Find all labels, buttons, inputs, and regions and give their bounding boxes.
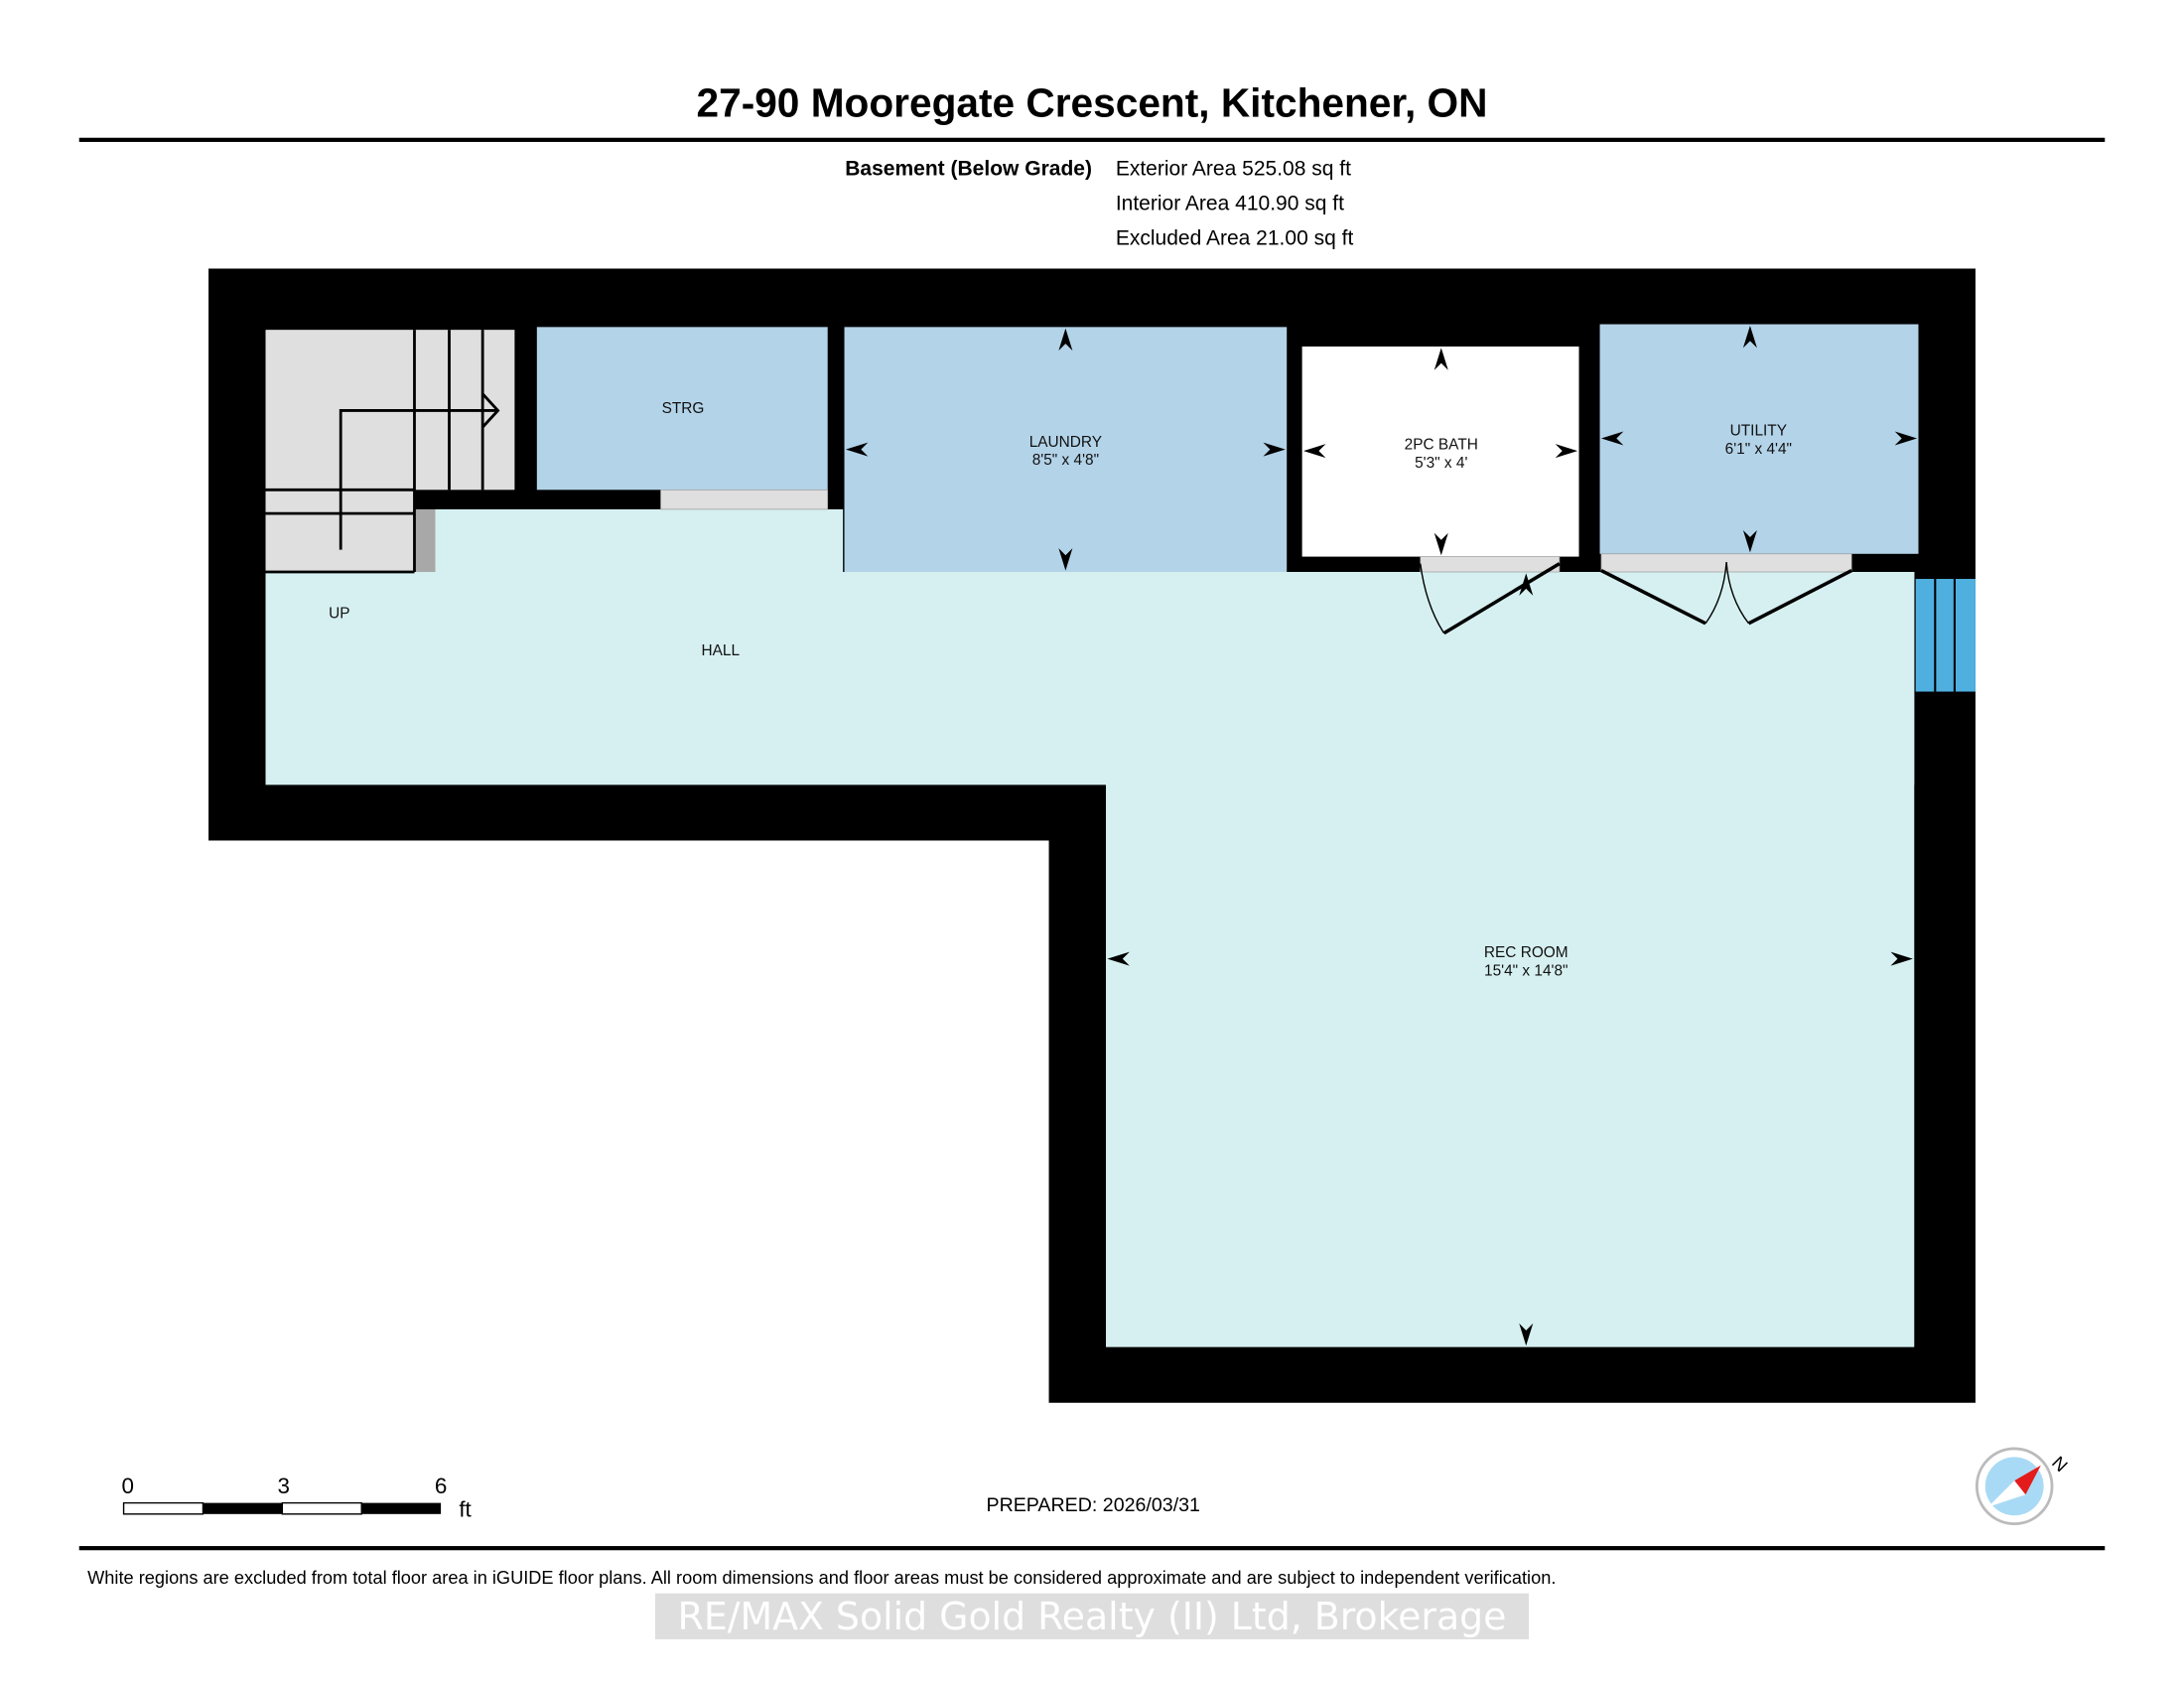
dimension-arrow-right xyxy=(1263,442,1286,457)
storage-label: STRG xyxy=(662,400,705,417)
stairs xyxy=(265,330,515,574)
bath-dims: 5'3" x 4' xyxy=(1415,455,1467,472)
dimension-arrow-up xyxy=(1058,328,1073,352)
dimension-arrow-right xyxy=(1555,444,1578,459)
page-title: 27-90 Mooregate Crescent, Kitchener, ON xyxy=(697,80,1488,126)
scale-tick-6: 6 xyxy=(435,1474,447,1498)
window xyxy=(1915,579,1976,692)
bath-door-opening xyxy=(1420,556,1561,573)
utility-dims: 6'1" x 4'4" xyxy=(1725,441,1792,458)
stairs-direction-arrow xyxy=(339,409,498,550)
watermark: RE/MAX Solid Gold Realty (II) Ltd, Broke… xyxy=(678,1595,1507,1638)
prepared-date: PREPARED: 2026/03/31 xyxy=(986,1494,1199,1516)
storage-door-opening xyxy=(660,489,829,510)
dimension-arrow-left xyxy=(1600,431,1624,446)
watermark-backdrop xyxy=(654,1593,1530,1639)
laundry-dims: 8'5" x 4'8" xyxy=(1032,452,1099,469)
exterior-area: Exterior Area 525.08 sq ft xyxy=(1116,158,1351,181)
utility-room xyxy=(1599,324,1919,554)
compass-north-label: N xyxy=(2048,1453,2071,1476)
rec-room-floor xyxy=(1106,572,1915,1347)
excluded-area: Excluded Area 21.00 sq ft xyxy=(1116,227,1354,250)
storage-room xyxy=(536,327,828,491)
dimension-arrow-right xyxy=(1894,431,1918,446)
footer-rule xyxy=(78,1546,2106,1551)
utility-label: UTILITY xyxy=(1730,423,1787,440)
rec-room-dims: 15'4" x 14'8" xyxy=(1484,962,1569,979)
dimension-arrow-right xyxy=(1890,951,1913,966)
laundry-room xyxy=(844,327,1288,573)
scale-unit: ft xyxy=(459,1497,472,1522)
hall-label: HALL xyxy=(702,642,741,659)
rec-room-label: REC ROOM xyxy=(1484,944,1569,961)
compass-icon: N xyxy=(1975,1447,2071,1526)
floor-label: Basement (Below Grade) xyxy=(845,158,1092,181)
bath-label: 2PC BATH xyxy=(1405,437,1478,454)
dimension-arrow-left xyxy=(845,442,869,457)
disclaimer: White regions are excluded from total fl… xyxy=(87,1568,1556,1588)
stairs-label: UP xyxy=(329,605,349,622)
dimension-arrow-up xyxy=(1433,348,1448,370)
scale-tick-3: 3 xyxy=(278,1474,290,1498)
dimension-arrow-left xyxy=(1107,951,1130,966)
utility-door-swing xyxy=(1600,562,1853,626)
dimension-arrow-down xyxy=(1519,1323,1534,1346)
dimension-arrow-down xyxy=(1433,532,1448,556)
scale-tick-0: 0 xyxy=(122,1474,134,1498)
laundry-label: LAUNDRY xyxy=(1029,434,1102,451)
header-rule xyxy=(78,137,2106,142)
dimension-arrow-up xyxy=(1742,325,1757,349)
dimension-arrow-left xyxy=(1303,444,1326,459)
scale-bar: 0 3 6 ft xyxy=(122,1474,473,1522)
dimension-arrow-down xyxy=(1742,529,1757,553)
dimension-arrow-up xyxy=(1519,573,1534,596)
bath-room xyxy=(1301,346,1579,557)
bath-door-swing xyxy=(1420,562,1561,635)
dimension-arrows xyxy=(845,325,1918,1346)
dimension-arrow-down xyxy=(1058,548,1073,571)
interior-area: Interior Area 410.90 sq ft xyxy=(1116,193,1344,215)
